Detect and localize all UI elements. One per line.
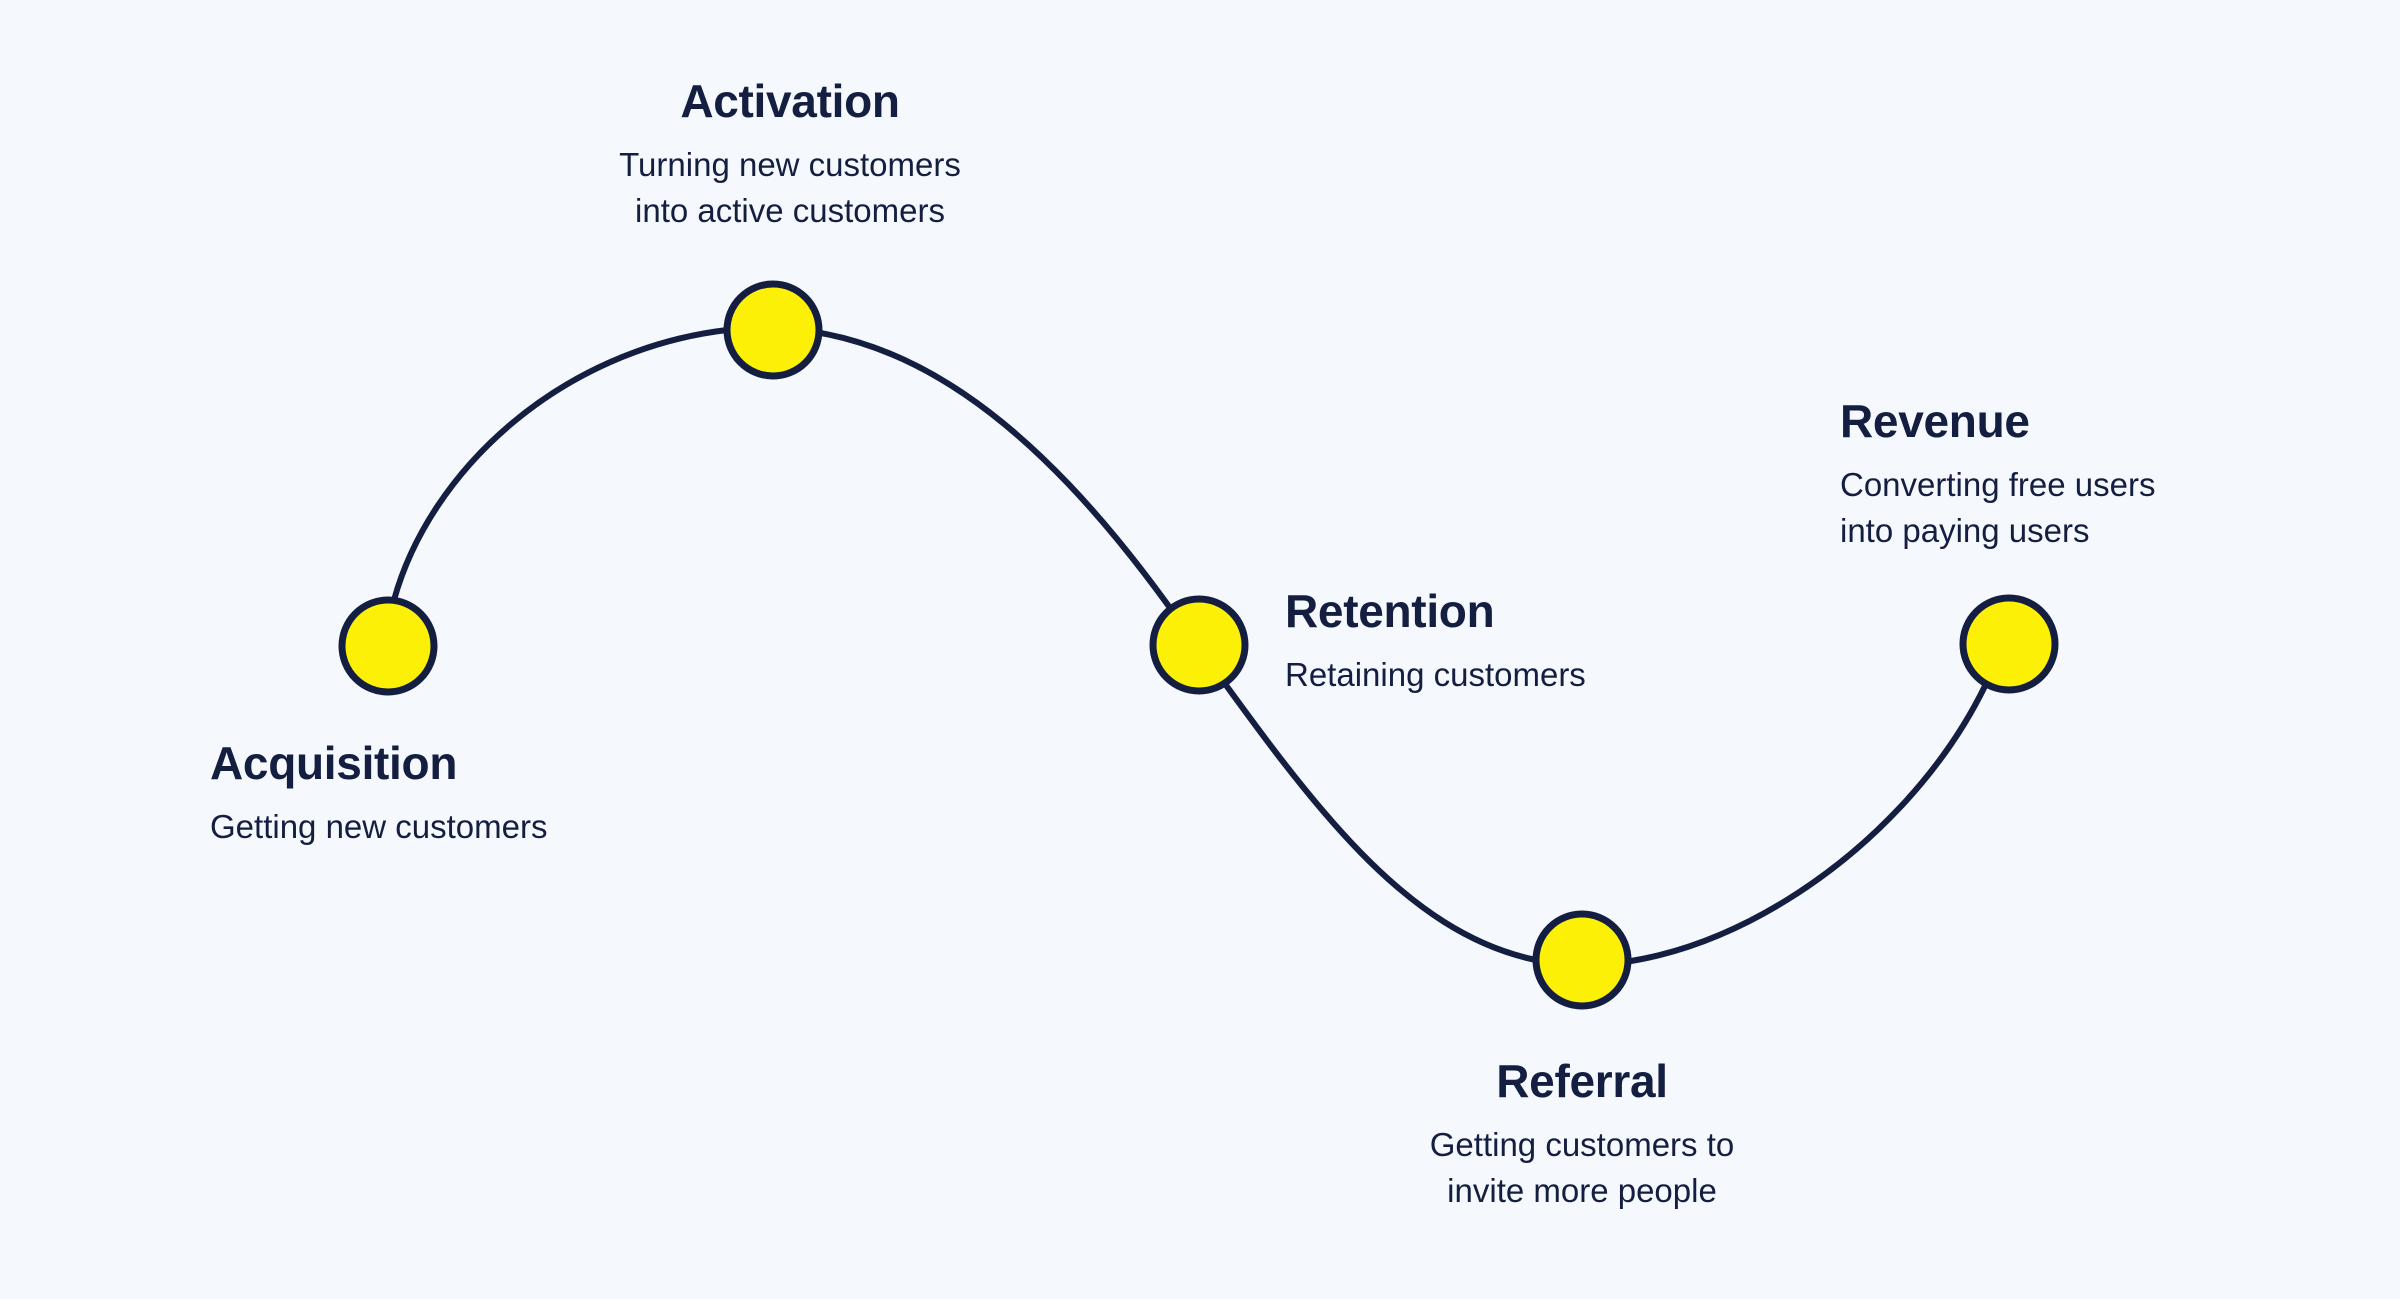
stage-label-revenue: Revenue Converting free users into payin…	[1840, 398, 2240, 553]
node-activation[interactable]	[723, 280, 823, 380]
stage-title-revenue: Revenue	[1840, 395, 2030, 447]
stage-description-retention: Retaining customers	[1285, 656, 1586, 693]
stage-label-activation: Activation Turning new customers into ac…	[560, 78, 1020, 233]
node-retention[interactable]	[1149, 595, 1249, 695]
stage-label-acquisition: Acquisition Getting new customers	[210, 740, 670, 850]
stage-title-retention: Retention	[1285, 585, 1495, 637]
stage-title-acquisition: Acquisition	[210, 737, 458, 789]
stage-title-referral: Referral	[1496, 1055, 1668, 1107]
stage-label-retention: Retention Retaining customers	[1285, 588, 1705, 698]
node-revenue[interactable]	[1959, 594, 2059, 694]
stage-description-activation: Turning new customers into active custom…	[619, 146, 961, 229]
stage-description-referral: Getting customers to invite more people	[1429, 1126, 1735, 1209]
stage-title-activation: Activation	[680, 75, 900, 127]
stage-description-revenue: Converting free users into paying users	[1840, 466, 2156, 549]
node-acquisition[interactable]	[338, 596, 438, 696]
stage-description-acquisition: Getting new customers	[210, 808, 548, 845]
node-referral[interactable]	[1532, 910, 1632, 1010]
stage-label-referral: Referral Getting customers to invite mor…	[1382, 1058, 1782, 1213]
